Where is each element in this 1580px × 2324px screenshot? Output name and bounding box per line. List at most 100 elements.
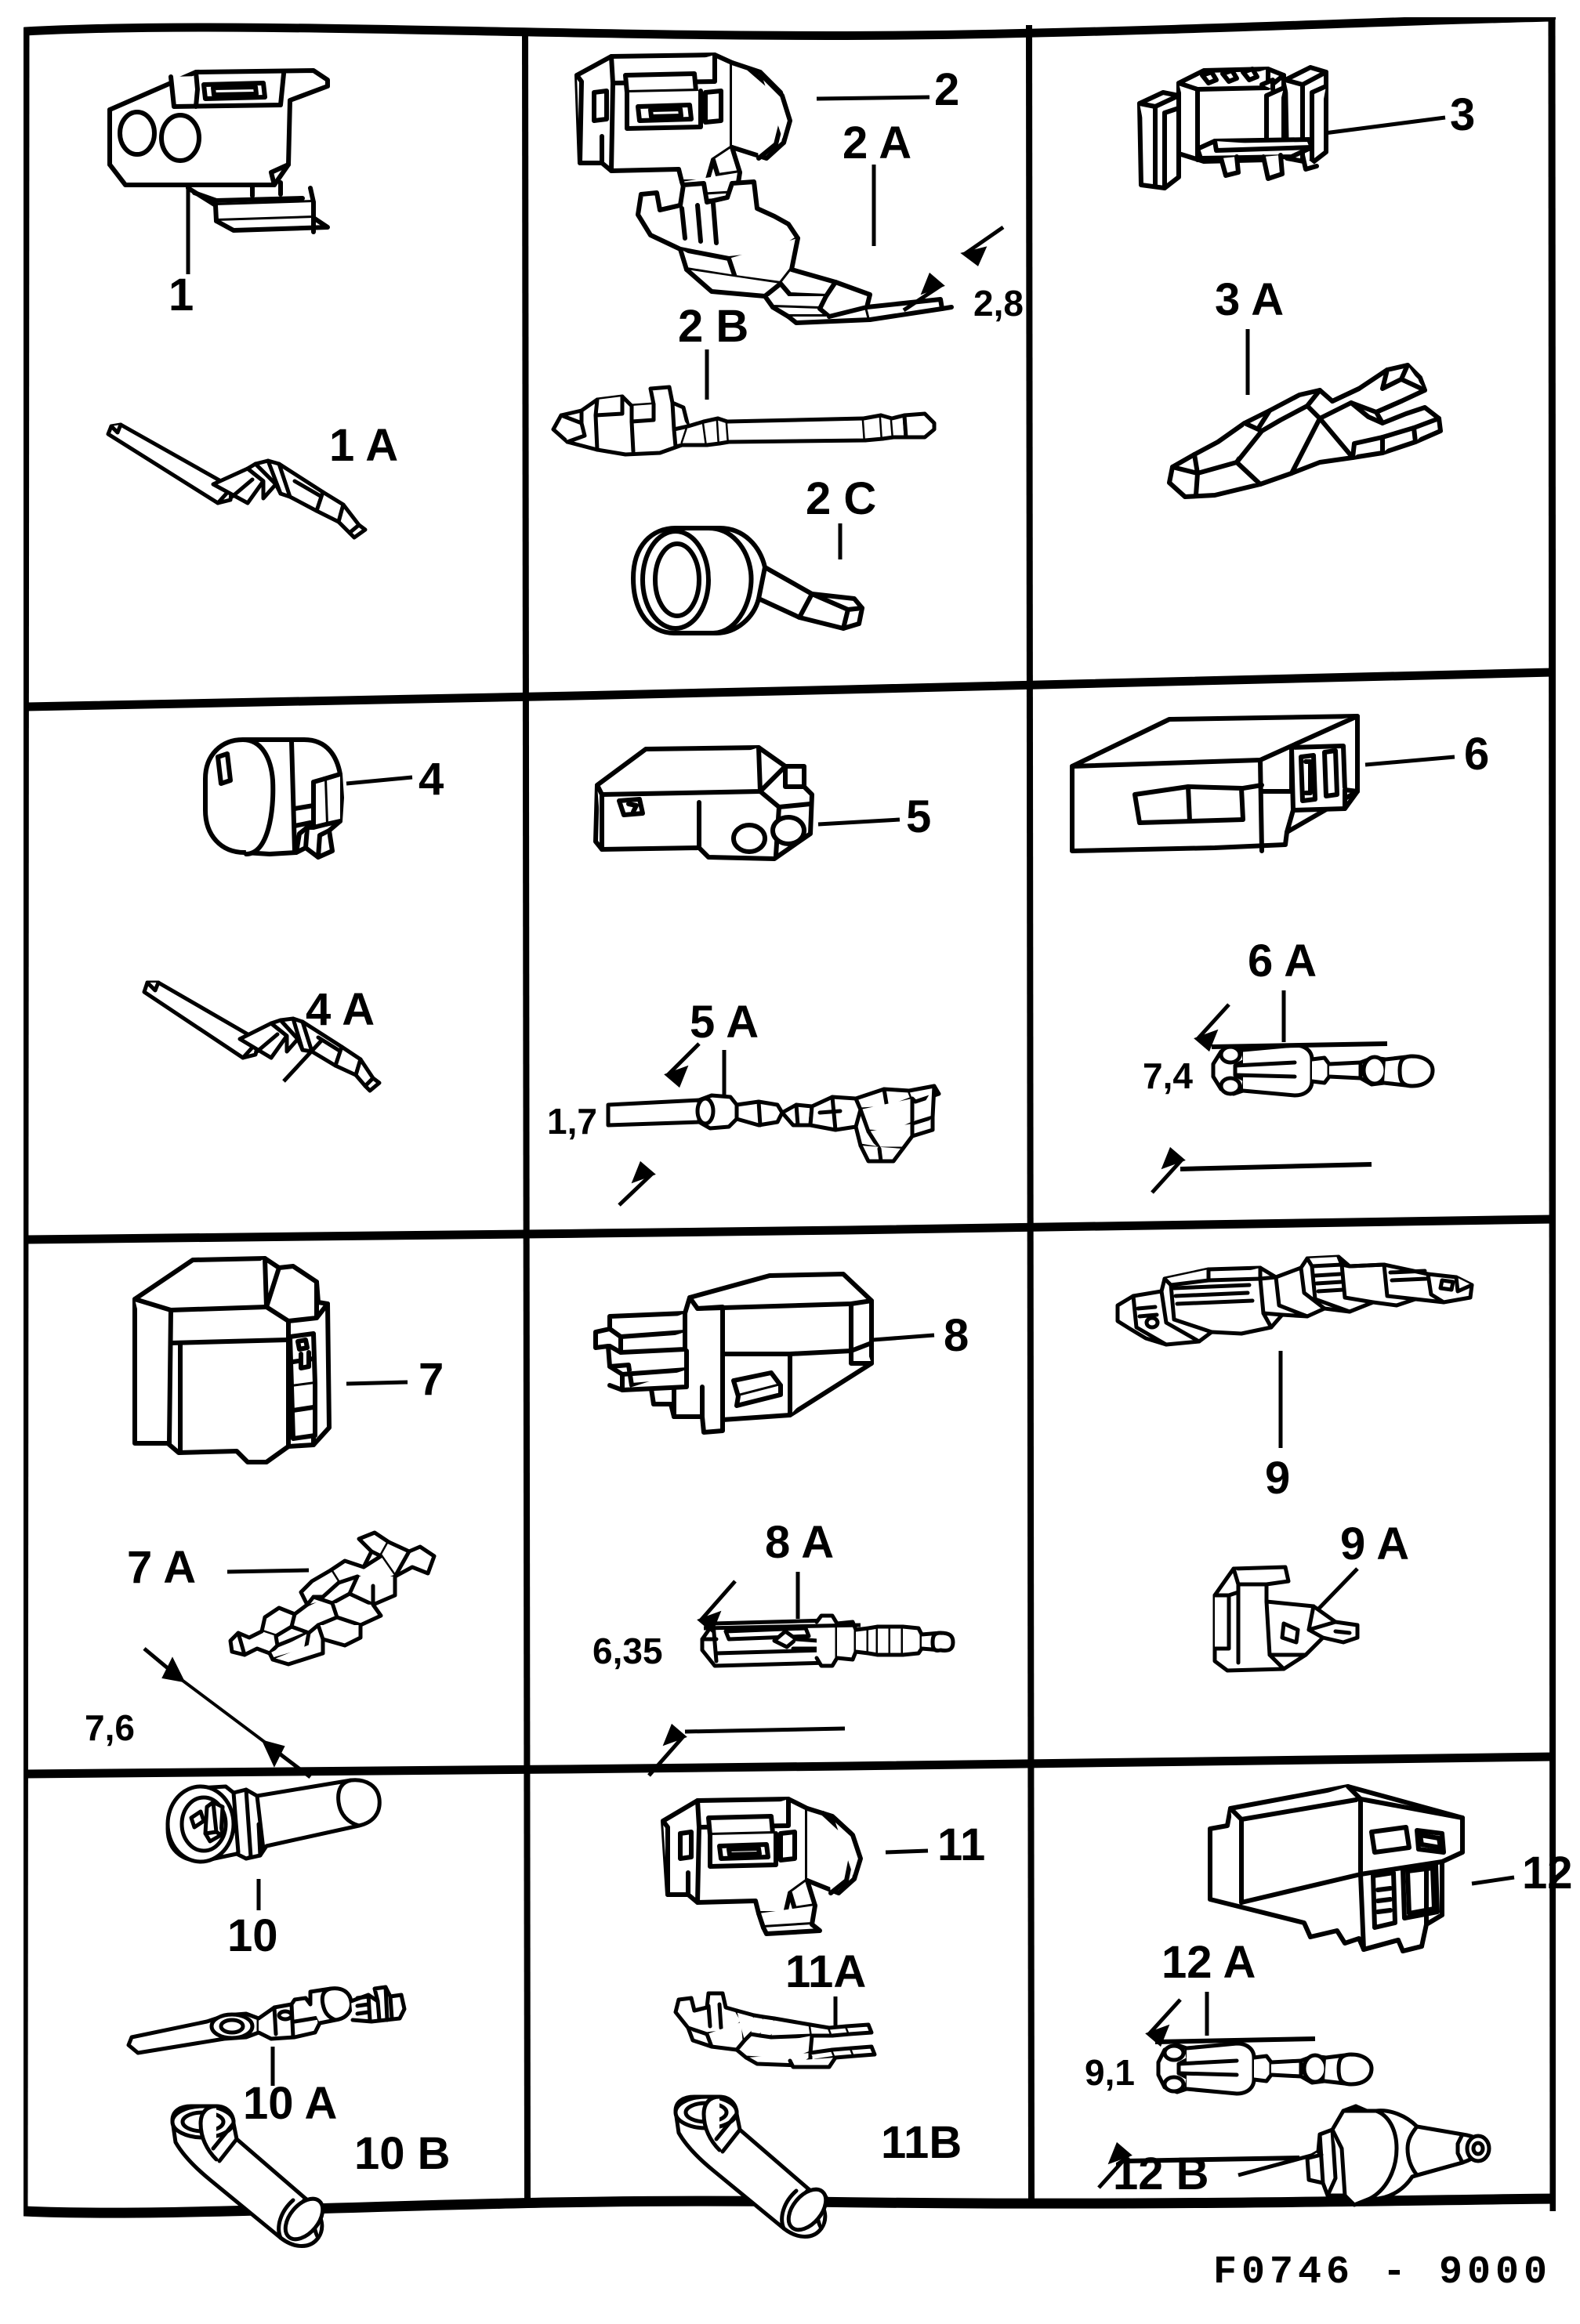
connector-housing-12-illustration: [1207, 1783, 1473, 1979]
connector-housing-1-illustration: [78, 39, 408, 321]
leader-line-5: [817, 815, 903, 831]
connector-housing-3-illustration: [1121, 65, 1356, 246]
leader-line-9: [1273, 1349, 1288, 1451]
leader-line-12: [1470, 1874, 1517, 1890]
terminal-8a-illustration: [699, 1613, 958, 1675]
callout-label-2: 2: [934, 64, 960, 115]
callout-label-6: 6: [1464, 729, 1490, 780]
boot-10b-illustration: [165, 2104, 361, 2253]
callout-label-1: 1: [169, 270, 194, 320]
terminal-11a-illustration: [672, 1990, 884, 2076]
leader-line-2c: [832, 522, 848, 563]
callout-label-9: 9: [1265, 1453, 1291, 1504]
boot-2c-illustration: [627, 523, 893, 649]
terminal-5a-illustration: [605, 1070, 942, 1188]
callout-label-5: 5: [906, 791, 932, 842]
leader-line-2: [815, 91, 933, 107]
cell-12: 12 12 A: [1035, 1755, 1573, 2217]
cell-1: 1 1 A: [31, 24, 525, 690]
callout-label-12a: 12 A: [1161, 1937, 1256, 1988]
callout-label-6a: 6 A: [1248, 936, 1317, 986]
cell-4: 4 4 A: [31, 696, 525, 1221]
callout-label-12b: 12 B: [1113, 2148, 1209, 2199]
boot-11b-illustration: [668, 2094, 864, 2244]
leader-line-6: [1364, 754, 1458, 769]
callout-label-10a: 10 A: [243, 2078, 338, 2129]
cell-11: 11 11A: [533, 1758, 1003, 2239]
dimension-arrows-9-1: [1080, 1995, 1316, 2191]
callout-label-7a: 7 A: [127, 1542, 197, 1593]
connector-assembly-9-illustration: [1114, 1254, 1475, 1356]
terminal-2a-illustration: [635, 177, 964, 349]
callout-label-11b: 11B: [881, 2117, 962, 2168]
callout-label-7: 7: [419, 1354, 444, 1405]
diagram-frame: [24, 17, 1556, 2227]
terminal-3a-illustration: [1166, 356, 1480, 505]
connector-housing-10-illustration: [165, 1777, 384, 1879]
cell-8: 8 8 A: [533, 1222, 1003, 1777]
cell-9: 9 9 A: [1035, 1219, 1552, 1747]
callout-label-4a: 4 A: [306, 984, 375, 1035]
connector-housing-8-illustration: [592, 1269, 882, 1442]
leader-line-8a: [790, 1570, 806, 1622]
terminal-12a-illustration: [1152, 2031, 1387, 2101]
callout-label-1a: 1 A: [329, 420, 399, 471]
leader-line-7a: [226, 1564, 312, 1580]
callout-label-3a: 3 A: [1215, 274, 1285, 325]
boot-12b-illustration: [1301, 2103, 1505, 2213]
callout-label-12: 12: [1522, 1848, 1573, 1899]
callout-label-10b: 10 B: [354, 2128, 451, 2179]
callout-label-2b: 2 B: [678, 301, 749, 352]
callout-label-11: 11: [937, 1819, 986, 1870]
cell-10: 10: [31, 1761, 525, 2248]
leader-line-7: [345, 1376, 411, 1392]
callout-label-11a: 11A: [785, 1946, 867, 1997]
leader-line-12a: [1199, 1990, 1215, 2039]
cell-7: 7 7 A: [31, 1227, 525, 1779]
callout-label-8: 8: [944, 1310, 969, 1361]
leader-line-5a: [716, 1048, 732, 1099]
terminal-4a-illustration: [133, 975, 384, 1116]
callout-label-9a: 9 A: [1340, 1519, 1410, 1569]
dimension-arrows-6-35: [625, 1576, 861, 1780]
leader-line-4a: [281, 1037, 328, 1084]
connector-housing-7-illustration: [132, 1255, 351, 1482]
callout-label-5a: 5 A: [690, 997, 759, 1048]
cell-2: 2: [533, 20, 1024, 686]
terminal-2b-illustration: [550, 381, 973, 475]
leader-line-2b: [699, 348, 715, 403]
leader-line-3a: [1240, 328, 1256, 398]
terminal-7a-illustration: [227, 1529, 455, 1671]
callout-label-2a: 2 A: [843, 118, 912, 168]
dimension-arrows-7-6: [141, 1644, 329, 1785]
leader-line-4: [345, 774, 415, 790]
callout-label-4: 4: [419, 754, 444, 805]
leader-line-11a: [828, 1995, 843, 2033]
dimension-arrows-1-7: [611, 1039, 713, 1211]
terminal-6a-illustration: [1207, 1031, 1450, 1110]
dimension-label-6-35: 6,35: [592, 1631, 663, 1671]
leader-line-10: [251, 1877, 266, 1913]
callout-label-2c: 2 C: [806, 473, 877, 524]
leader-line-11: [884, 1844, 931, 1860]
leader-line-8: [872, 1330, 937, 1346]
leader-line-3: [1323, 114, 1448, 138]
cell-5: 5 5 A: [533, 690, 1003, 1214]
cell-3: 3: [1035, 20, 1552, 686]
connector-housing-5-illustration: [593, 738, 829, 879]
dimension-label-7-4: 7,4: [1143, 1055, 1193, 1096]
drawing-number: F0746 - 9000: [1212, 2250, 1552, 2295]
connector-housing-4-illustration: [202, 733, 375, 906]
cell-6: 6 6 A: [1035, 686, 1552, 1211]
callout-label-8a: 8 A: [765, 1517, 835, 1568]
leader-line-6a: [1276, 989, 1292, 1047]
leader-line-2a: [866, 163, 882, 249]
callout-label-3: 3: [1450, 89, 1476, 140]
terminal-10a-illustration: [125, 1975, 408, 2069]
dimension-arrows-7-4: [1136, 1000, 1388, 1196]
terminal-9a-illustration: [1212, 1564, 1368, 1674]
dimension-label-2-8: 2,8: [973, 283, 1024, 324]
connector-housing-11-illustration: [654, 1790, 889, 1938]
dimension-label-9-1: 9,1: [1085, 2052, 1135, 2093]
dimension-label-1-7: 1,7: [547, 1101, 597, 1142]
